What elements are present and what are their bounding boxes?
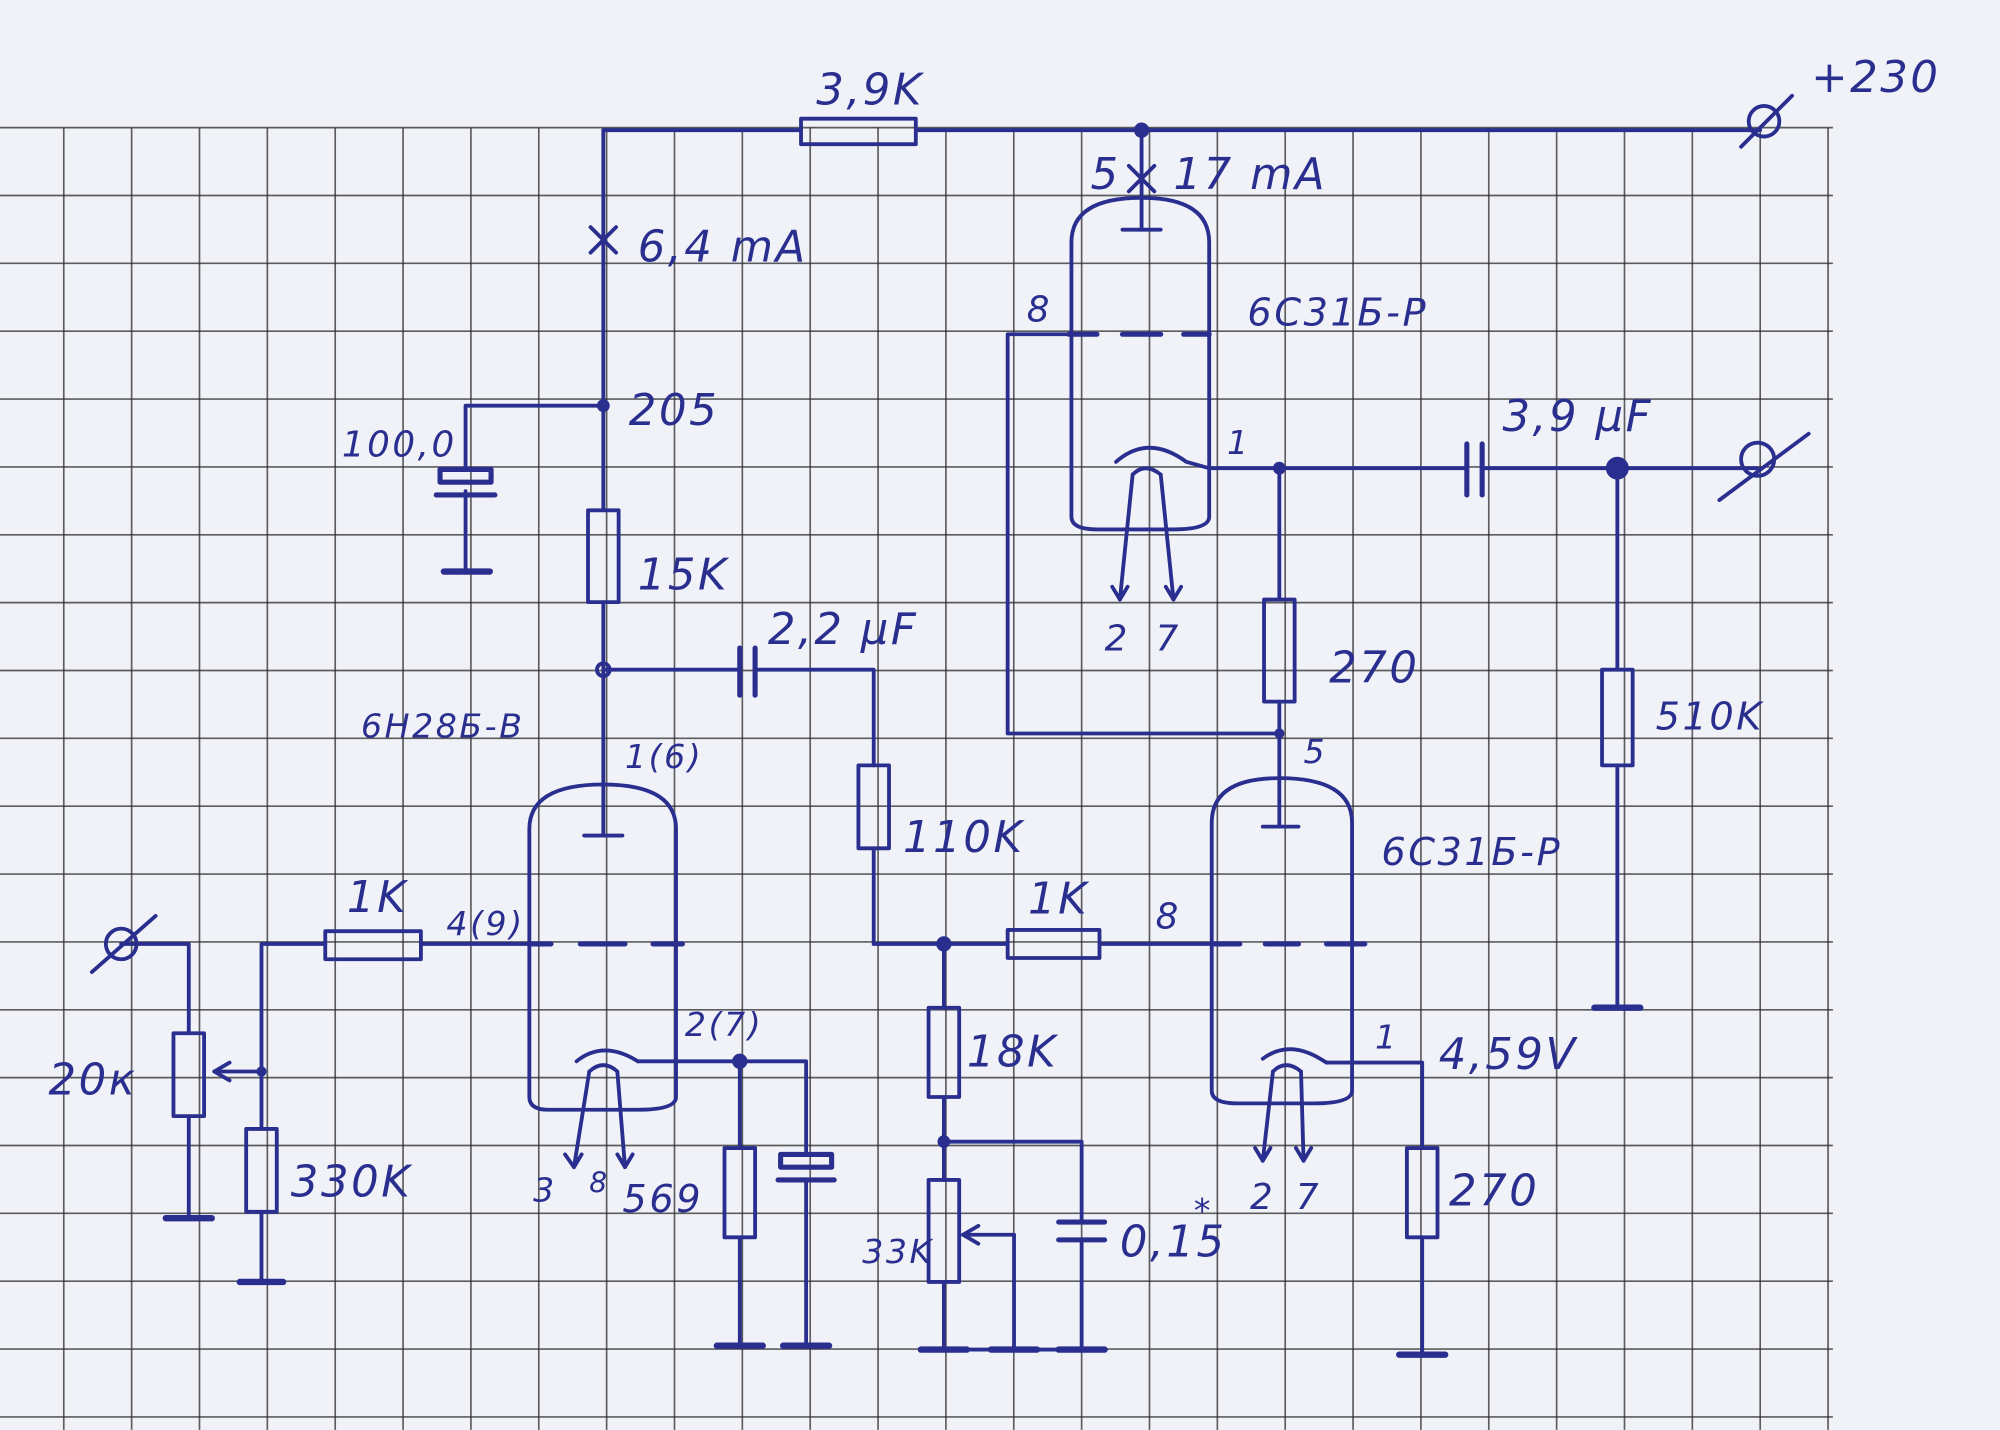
resistor-1k-grid bbox=[1005, 928, 1102, 960]
label-v2-pin: 5 bbox=[1091, 150, 1121, 200]
label-tube2-grid-pin: 8 bbox=[1027, 290, 1052, 331]
resistor-569 bbox=[722, 1146, 758, 1240]
label-r-569: 569 bbox=[622, 1177, 703, 1222]
tube-6s31b-r-upper bbox=[1066, 163, 1212, 602]
nodes bbox=[256, 122, 1629, 1149]
capacitor-100 bbox=[433, 466, 498, 498]
label-tube2-cathode-pin: 1 bbox=[1227, 423, 1251, 462]
resistor-15k bbox=[586, 508, 621, 605]
resistor-1k-input bbox=[323, 929, 423, 962]
resistor-270-lower bbox=[1404, 1146, 1440, 1240]
label-tube1-cathode-pin: 2(7) bbox=[685, 1005, 763, 1044]
label-pot-33k: 33K bbox=[862, 1232, 934, 1271]
label-r-15k: 15K bbox=[638, 550, 730, 600]
label-tube2-heater-b: 7 bbox=[1156, 619, 1181, 660]
resistor-510k bbox=[1600, 667, 1635, 768]
label-pot-20k: 20к bbox=[48, 1055, 137, 1105]
tubes bbox=[526, 163, 1368, 1170]
label-tube1-heater-a: 3 bbox=[533, 1171, 557, 1210]
resistor-330k bbox=[244, 1126, 279, 1214]
label-tube2-heater-a: 2 bbox=[1105, 619, 1130, 660]
label-tube3-grid-pin: 8 bbox=[1156, 897, 1181, 938]
resistor-18k bbox=[926, 1005, 962, 1099]
output-terminal-icon bbox=[1717, 431, 1811, 502]
label-tube1: 6Н28Б-В bbox=[361, 706, 525, 745]
grid-paper bbox=[0, 126, 1833, 1430]
label-supply: +230 bbox=[1811, 53, 1940, 103]
capacitor-0-15 bbox=[1056, 1219, 1108, 1243]
label-r-330k: 330K bbox=[291, 1158, 413, 1208]
label-tube3: 6С31Б-Р bbox=[1381, 830, 1562, 875]
label-r-510k: 510K bbox=[1656, 695, 1765, 740]
label-tube3-anode-pin: 5 bbox=[1304, 732, 1328, 771]
label-r-1k-input: 1K bbox=[347, 873, 409, 923]
input-terminal-icon bbox=[89, 913, 158, 974]
label-r-110k: 110K bbox=[903, 813, 1025, 863]
resistor-3-9k bbox=[799, 116, 918, 147]
resistor-270-upper bbox=[1262, 597, 1297, 704]
label-tube3-heater-a: 2 bbox=[1250, 1177, 1275, 1218]
label-cap-2-2uf: 2,2 µF bbox=[768, 605, 919, 655]
label-tube1-anode-pin: 1(6) bbox=[625, 737, 703, 776]
label-node-voltage: 205 bbox=[629, 386, 719, 436]
label-cap-3-9uf: 3,9 µF bbox=[1503, 392, 1654, 442]
labels: +230 3,9K 6,4 mA 5 17 mA 205 100,0 15K 2… bbox=[48, 53, 1940, 1271]
grounds bbox=[162, 568, 1644, 1358]
label-tube3-heater-b: 7 bbox=[1296, 1177, 1321, 1218]
label-cap-0-15-mark: * bbox=[1194, 1191, 1213, 1230]
tube-6s31b-r-lower bbox=[1209, 776, 1368, 1163]
capacitor-cathode bbox=[775, 1151, 837, 1183]
tube-6n28b-v bbox=[526, 782, 685, 1170]
label-tube3-cathode-pin: 1 bbox=[1375, 1018, 1399, 1057]
label-cap-100: 100,0 bbox=[342, 425, 457, 466]
label-tube1-heater-b: 8 bbox=[589, 1167, 609, 1200]
supply-terminal-icon bbox=[1739, 93, 1795, 149]
potentiometer-20k bbox=[171, 1031, 206, 1119]
potentiometer-33k bbox=[926, 1178, 962, 1284]
label-cap-0-15: 0,15 bbox=[1120, 1217, 1227, 1267]
resistors bbox=[171, 116, 1635, 1284]
capacitor-2-2uf bbox=[737, 645, 758, 698]
label-r-18k: 18K bbox=[967, 1027, 1059, 1077]
wiper-arrow-icon bbox=[212, 1060, 981, 1246]
capacitors bbox=[433, 441, 1485, 1243]
label-current-v1: 6,4 mA bbox=[638, 223, 808, 273]
label-tube1-grid-pin: 4(9) bbox=[446, 904, 524, 943]
label-r-270-lower: 270 bbox=[1449, 1166, 1539, 1216]
terminals bbox=[89, 93, 1811, 974]
break-mark-icon bbox=[588, 225, 618, 255]
label-current-v2: 17 mA bbox=[1173, 150, 1327, 200]
label-r-1k-grid: 1K bbox=[1028, 874, 1090, 924]
wires bbox=[119, 128, 1763, 1357]
label-r-270-upper: 270 bbox=[1329, 643, 1419, 693]
break-mark-icon bbox=[1126, 163, 1157, 194]
capacitor-3-9uf bbox=[1464, 441, 1485, 498]
resistor-110k bbox=[856, 763, 891, 851]
label-tube2: 6С31Б-Р bbox=[1247, 290, 1428, 335]
label-r-3-9k: 3,9K bbox=[816, 66, 925, 116]
label-tube3-cathode-voltage: 4,59V bbox=[1439, 1030, 1579, 1080]
